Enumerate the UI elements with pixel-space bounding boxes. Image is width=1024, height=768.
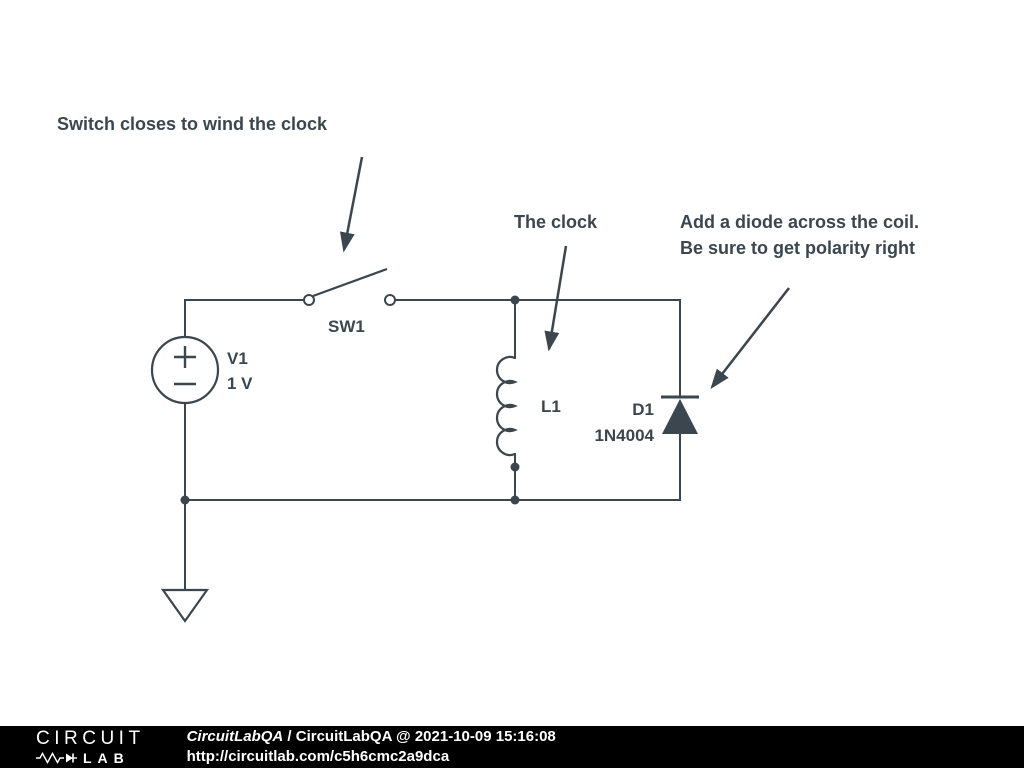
- inductor-coil: [495, 355, 518, 457]
- logo-text-lab: LAB: [83, 750, 130, 766]
- footer-bar: CIRCUIT LAB CircuitLabQA / CircuitLabQA …: [0, 726, 1024, 768]
- junction-dots: [180, 295, 520, 505]
- voltage-source-name: V1: [227, 349, 248, 368]
- junction-dot: [510, 495, 520, 505]
- logo-text-circuit: CIRCUIT: [36, 728, 145, 749]
- footer-attribution: CircuitLabQA / CircuitLabQA @ 2021-10-09…: [187, 727, 556, 767]
- inductor-l1: L1: [495, 355, 561, 457]
- annotation-switch: Switch closes to wind the clock: [57, 114, 364, 253]
- switch-sw1: SW1: [303, 267, 396, 336]
- circuitlab-logo: CIRCUIT LAB: [36, 729, 145, 765]
- junction-dot: [510, 462, 520, 472]
- annotation-clock-arrow: [544, 245, 568, 352]
- attribution-line: CircuitLabQA / CircuitLabQA @ 2021-10-09…: [187, 727, 556, 747]
- switch-label: SW1: [328, 317, 365, 336]
- switch-terminal: [384, 294, 396, 306]
- voltage-source-v1: V1 1 V: [150, 335, 253, 405]
- attribution-user: CircuitLabQA: [186, 728, 284, 745]
- voltage-source-body: [150, 335, 220, 405]
- switch-terminal: [303, 294, 315, 306]
- annotation-diode-text-line1: Add a diode across the coil.: [680, 212, 919, 232]
- switch-lever: [312, 267, 388, 298]
- voltage-source-value: 1 V: [227, 374, 253, 393]
- attribution-rest: / CircuitLabQA @ 2021-10-09 15:16:08: [283, 728, 556, 745]
- diode-name: D1: [632, 400, 654, 419]
- junction-dot: [510, 295, 520, 305]
- schematic-canvas: V1 1 V SW1 L1 D1 1N4004: [57, 114, 920, 623]
- junction-dot: [180, 495, 190, 505]
- annotation-diode-arrow: [710, 287, 790, 389]
- annotation-diode: Add a diode across the coil. Be sure to …: [680, 212, 919, 389]
- diode-triangle: [662, 399, 698, 434]
- annotation-clock-text: The clock: [514, 212, 598, 232]
- diode-value: 1N4004: [594, 426, 654, 445]
- circuit-url: http://circuitlab.com/c5h6cmc2a9dca: [186, 748, 450, 765]
- ground-symbol: [160, 588, 210, 623]
- annotation-clock: The clock: [514, 212, 598, 352]
- annotation-diode-text-line2: Be sure to get polarity right: [680, 238, 915, 258]
- inductor-label: L1: [541, 397, 561, 416]
- diode-d1: D1 1N4004: [594, 395, 699, 445]
- annotation-switch-text: Switch closes to wind the clock: [57, 114, 328, 134]
- annotation-switch-arrow: [339, 156, 364, 253]
- circuit-wires: [184, 299, 681, 590]
- logo-circuit-glyph: [36, 752, 77, 764]
- plus-icon: [174, 346, 196, 368]
